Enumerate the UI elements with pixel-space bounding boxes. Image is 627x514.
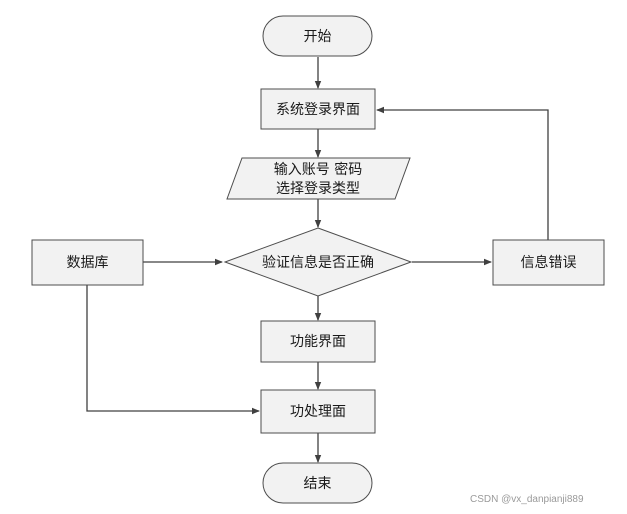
function-label: 功能界面 [290, 334, 346, 350]
login-node: 系统登录界面 [260, 88, 376, 130]
input-label-line1: 输入账号 密码 [274, 161, 362, 178]
end-label: 结束 [304, 476, 332, 492]
database-node: 数据库 [31, 239, 144, 286]
start-label: 开始 [304, 29, 332, 45]
start-node: 开始 [262, 15, 373, 57]
input-node: 输入账号 密码 选择登录类型 [226, 157, 411, 200]
edge-error-to-login [376, 106, 549, 240]
edge-database-to-process [86, 285, 260, 415]
watermark: CSDN @vx_danpianji889 [470, 494, 584, 505]
error-node: 信息错误 [492, 239, 605, 286]
verify-node: 验证信息是否正确 [223, 227, 413, 297]
error-label: 信息错误 [521, 254, 577, 271]
edges [86, 57, 549, 463]
login-label: 系统登录界面 [276, 102, 360, 118]
database-label: 数据库 [67, 255, 109, 271]
process-label: 功处理面 [290, 404, 346, 420]
input-label-line2: 选择登录类型 [276, 181, 360, 197]
function-node: 功能界面 [260, 320, 376, 363]
process-node: 功处理面 [260, 389, 376, 434]
end-node: 结束 [262, 462, 373, 504]
verify-label: 验证信息是否正确 [262, 254, 374, 271]
